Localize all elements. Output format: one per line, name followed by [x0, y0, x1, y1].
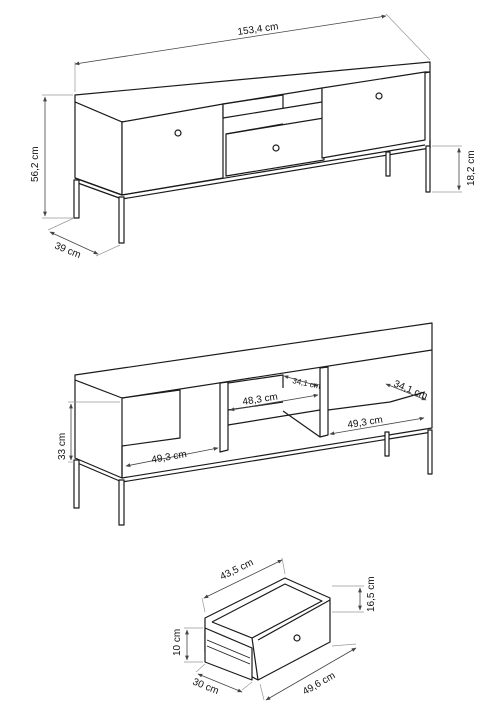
cabinet-front-view: 153,4 cm 56,2 cm 39 cm 18,2 cm	[30, 13, 477, 261]
depth-label: 39 cm	[53, 241, 82, 261]
left-shelf-width-label: 49,3 cm	[151, 449, 188, 466]
lower-drawer-front	[225, 117, 325, 177]
drawer-inner-height-label: 16,5 cm	[366, 576, 377, 612]
drawer-front-knob-icon	[293, 634, 301, 642]
drawer-knob-icon	[272, 144, 280, 152]
right-divider	[319, 366, 329, 438]
drawer-depth-label: 43,5 cm	[218, 557, 255, 582]
overall-height-label: 56,2 cm	[30, 146, 41, 182]
right-shelf-depth-label: 34,1 cm	[392, 379, 429, 403]
cabinet-legs	[73, 145, 431, 244]
cabinet-open-view: 33 cm 49,3 cm 48,3 cm 34,1 cm 49,3 cm 34…	[57, 322, 433, 526]
drawer-side-label: 30 cm	[191, 677, 220, 697]
leg-height-label: 18,2 cm	[466, 150, 477, 186]
shelf-height-label: 33 cm	[57, 433, 68, 460]
left-divider	[219, 381, 229, 453]
right-door	[321, 71, 426, 159]
right-door-knob-icon	[375, 92, 383, 100]
open-top-panel	[74, 322, 433, 399]
middle-shelf-depth-label: 34,1 cm	[292, 376, 322, 391]
middle-shelf-width-label: 48,3 cm	[242, 392, 279, 408]
open-cabinet-legs	[73, 429, 433, 526]
drawer-front-height-label: 10 cm	[172, 629, 183, 656]
right-shelf-width-label: 49,3 cm	[347, 415, 384, 431]
drawer-front-panel	[204, 627, 253, 681]
left-door-knob-icon	[174, 129, 182, 137]
drawer-width-label: 49,6 cm	[301, 670, 337, 697]
drawer-view: 43,5 cm 16,5 cm 10 cm 30 cm 49,6 cm	[172, 557, 377, 701]
